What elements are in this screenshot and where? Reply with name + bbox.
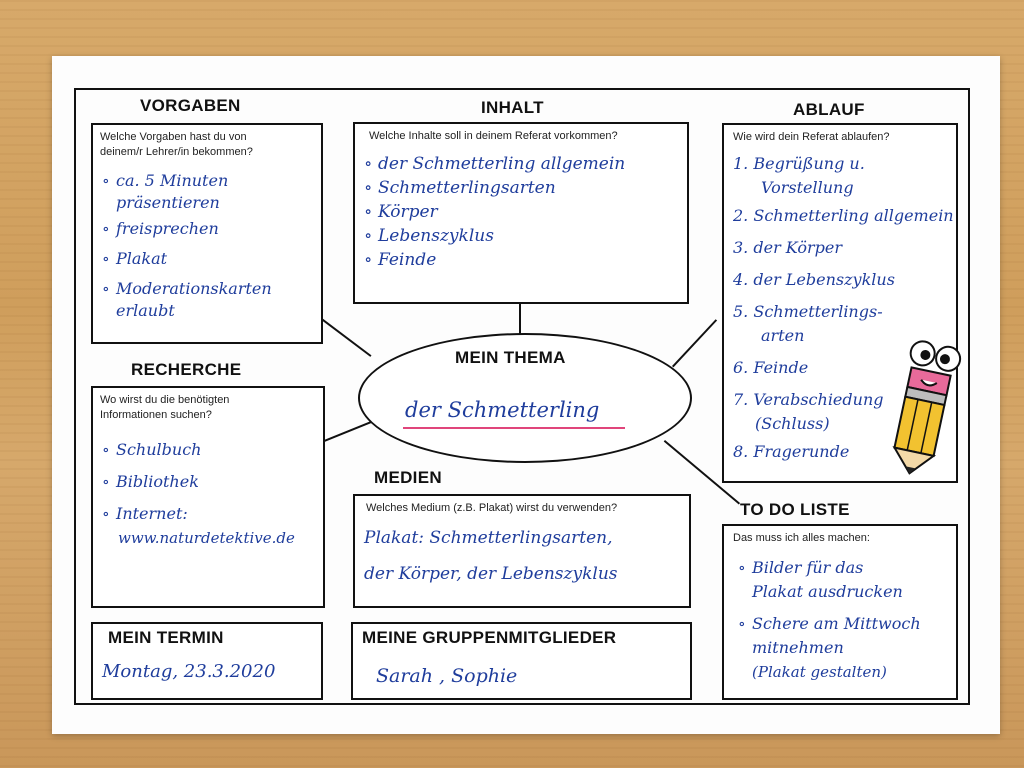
vorgaben-box (91, 123, 323, 344)
list-item: mitnehmen (752, 638, 844, 657)
list-item: erlaubt (116, 301, 175, 320)
list-item: 3. der Körper (733, 238, 842, 257)
medien-heading: MEDIEN (374, 468, 442, 487)
gruppe-box (351, 622, 692, 700)
list-item: ∘Bilder für das (738, 558, 864, 577)
thema-underline (403, 427, 625, 429)
inhalt-box (353, 122, 689, 304)
list-item: ∘Internet: (102, 504, 188, 523)
vorgaben-prompt: Welche Vorgaben hast du von deinem/r Leh… (100, 131, 253, 158)
list-item: ∘Schulbuch (102, 440, 202, 459)
ablauf-list: 1. Begrüßung u. Vorstellung 2. Schmetter… (733, 152, 954, 464)
ablauf-prompt: Wie wird dein Referat ablaufen? (733, 131, 890, 143)
termin-heading: MEIN TERMIN (108, 628, 224, 647)
list-item: 8. Fragerunde (733, 442, 850, 461)
list-item: arten (761, 326, 805, 345)
list-item: 5. Schmetterlings- (733, 302, 883, 321)
list-item: ∘Körper (364, 202, 438, 222)
list-item: ∘Feinde (364, 250, 437, 270)
todo-prompt: Das muss ich alles machen: (733, 532, 870, 544)
recherche-heading: RECHERCHE (131, 360, 242, 379)
thema-heading: MEIN THEMA (455, 348, 566, 367)
list-item: ∘der Schmetterling allgemein (364, 154, 626, 174)
ablauf-heading: ABLAUF (793, 100, 865, 119)
list-item: ∘Plakat (102, 249, 168, 268)
inhalt-heading: INHALT (481, 98, 544, 117)
termin-box (91, 622, 323, 700)
medien-line1: Plakat: Schmetterlingsarten, (364, 528, 613, 548)
vorgaben-list: ∘ca. 5 Minuten präsentieren ∘freispreche… (102, 170, 272, 322)
list-item: Vorstellung (761, 178, 854, 197)
recherche-box (91, 386, 325, 608)
list-item: ∘Schmetterlingsarten (364, 178, 556, 198)
todo-list: ∘Bilder für das Plakat ausdrucken ∘Scher… (738, 556, 921, 684)
gruppe-heading: MEINE GRUPPENMITGLIEDER (362, 628, 617, 647)
list-item: ∘ca. 5 Minuten (102, 171, 229, 190)
list-item: ∘Moderationskarten (102, 279, 272, 298)
list-item: 7. Verabschiedung (733, 390, 884, 409)
list-item: (Plakat gestalten) (752, 663, 887, 681)
recherche-prompt: Wo wirst du die benötigten Informationen… (100, 394, 230, 421)
todo-box (722, 524, 958, 700)
termin-value: Montag, 23.3.2020 (102, 661, 276, 682)
list-item: 6. Feinde (733, 358, 809, 377)
list-item: 1. Begrüßung u. (733, 154, 865, 173)
list-item: ∘freisprechen (102, 219, 219, 238)
inhalt-prompt: Welche Inhalte soll in deinem Referat vo… (369, 130, 618, 142)
list-item: www.naturdetektive.de (118, 529, 295, 547)
thema-value: der Schmetterling (405, 398, 600, 422)
medien-line2: der Körper, der Lebenszyklus (364, 564, 618, 584)
gruppe-value: Sarah , Sophie (376, 665, 518, 687)
recherche-list: ∘Schulbuch ∘Bibliothek ∘Internet: www.na… (102, 438, 295, 550)
worksheet-frame (74, 88, 970, 705)
pencil-mascot-icon (892, 340, 962, 475)
medien-prompt: Welches Medium (z.B. Plakat) wirst du ve… (366, 502, 618, 514)
list-item: Plakat ausdrucken (752, 582, 903, 601)
vorgaben-heading: VORGABEN (140, 96, 241, 115)
list-item: präsentieren (116, 193, 220, 212)
list-item: ∘Bibliothek (102, 472, 199, 491)
connector-inhalt (519, 303, 521, 334)
list-item: ∘Lebenszyklus (364, 226, 494, 246)
inhalt-list: ∘der Schmetterling allgemein ∘Schmetterl… (364, 152, 625, 272)
list-item: (Schluss) (755, 414, 830, 433)
thema-oval (358, 333, 692, 463)
medien-box (353, 494, 691, 608)
todo-heading: TO DO LISTE (740, 500, 850, 519)
list-item: 2. Schmetterling allgemein (733, 206, 954, 225)
list-item: ∘Schere am Mittwoch (738, 614, 921, 633)
list-item: 4. der Lebenszyklus (733, 270, 895, 289)
